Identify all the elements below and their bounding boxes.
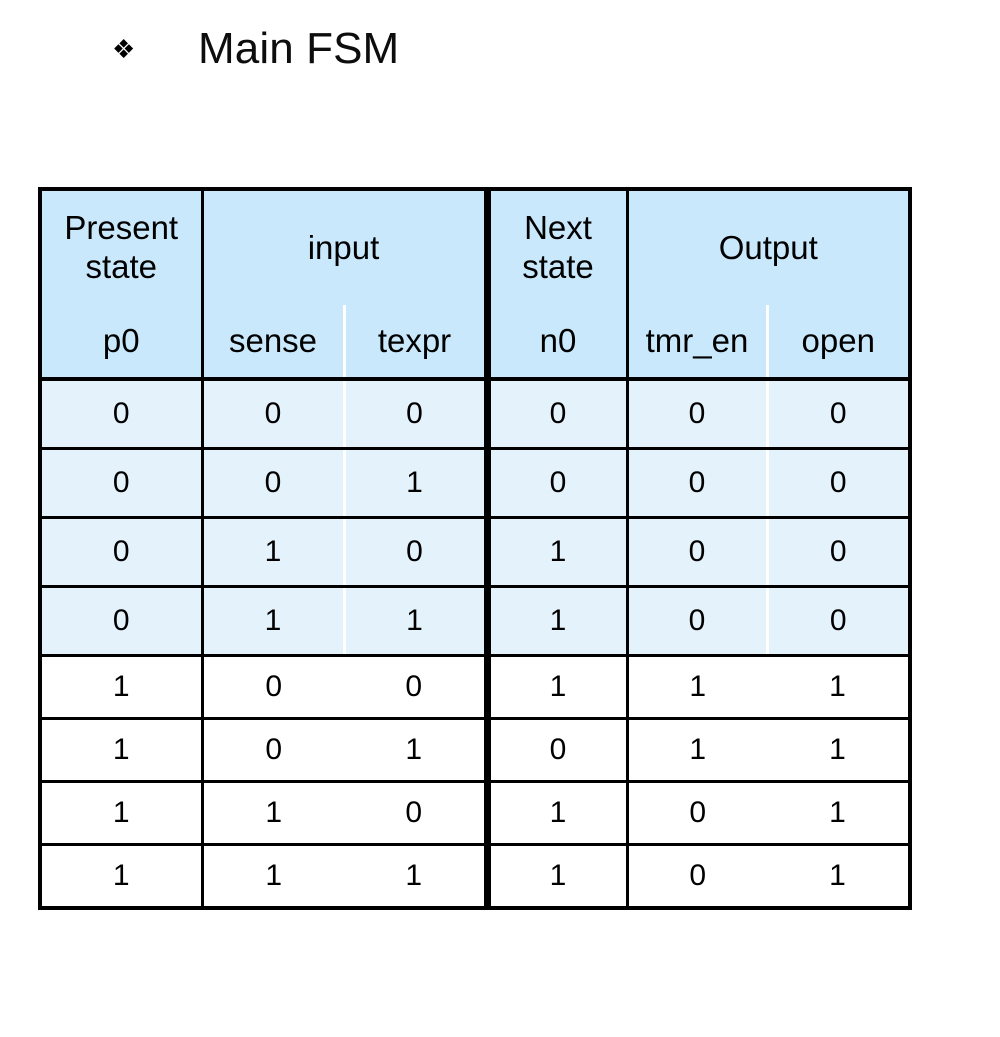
cell-texpr: 0: [344, 517, 491, 588]
cell-tmr-en: 1: [627, 655, 767, 720]
cell-sense: 1: [202, 517, 346, 588]
cell-texpr: 1: [344, 844, 491, 910]
cell-texpr: 0: [344, 655, 491, 720]
header-col-sense: sense: [202, 305, 346, 381]
cell-n0: 0: [487, 718, 629, 783]
cell-open: 0: [767, 448, 913, 519]
cell-tmr-en: 0: [627, 379, 769, 450]
cell-sense: 1: [202, 586, 346, 657]
cell-sense: 0: [202, 448, 346, 519]
page-title: Main FSM: [198, 24, 400, 73]
header-col-open: open: [767, 305, 913, 381]
header-col-p0: p0: [38, 305, 204, 381]
table-row: 1 1 0 1 0 1: [38, 781, 913, 846]
cell-open: 0: [767, 379, 913, 450]
header-col-n0: n0: [487, 305, 629, 381]
cell-n0: 1: [487, 586, 629, 657]
header-next-state-line2: state: [522, 248, 594, 285]
header-col-texpr: texpr: [344, 305, 491, 381]
header-col-tmr-en: tmr_en: [627, 305, 769, 381]
header-next-state: Next state: [487, 187, 629, 305]
cell-texpr: 1: [344, 718, 491, 783]
cell-p0: 1: [38, 718, 204, 783]
cell-tmr-en: 0: [627, 586, 769, 657]
table-row: 0 0 1 0 0 0: [38, 448, 913, 519]
header-input: input: [202, 187, 491, 305]
header-present-state: Present state: [38, 187, 204, 305]
header-output: Output: [627, 187, 913, 305]
cell-p0: 0: [38, 517, 204, 588]
header-present-state-line2: state: [85, 248, 158, 285]
table-body: 0 0 0 0 0 0 0 0 1 0 0 0 0 1 0 1: [38, 379, 913, 910]
cell-sense: 0: [202, 655, 344, 720]
cell-n0: 0: [487, 448, 629, 519]
cell-tmr-en: 0: [627, 844, 767, 910]
cell-texpr: 1: [344, 448, 491, 519]
header-present-state-line1: Present: [64, 209, 179, 247]
header-next-state-line1: Next: [524, 209, 592, 247]
cell-open: 0: [767, 586, 913, 657]
cell-p0: 1: [38, 844, 204, 910]
table-header: Present state input Next state Output p0…: [38, 187, 913, 381]
cell-open: 1: [767, 781, 913, 846]
cell-p0: 1: [38, 781, 204, 846]
fsm-table-container: Present state input Next state Output p0…: [38, 187, 913, 910]
cell-tmr-en: 0: [627, 517, 769, 588]
cell-tmr-en: 0: [627, 781, 767, 846]
table-row: 0 0 0 0 0 0: [38, 379, 913, 450]
cell-n0: 1: [487, 844, 629, 910]
table-row: 0 1 1 1 0 0: [38, 586, 913, 657]
cell-texpr: 0: [344, 781, 491, 846]
cell-tmr-en: 0: [627, 448, 769, 519]
table-row: 1 0 0 1 1 1: [38, 655, 913, 720]
table-row: 1 1 1 1 0 1: [38, 844, 913, 910]
cell-open: 1: [767, 718, 913, 783]
diamond-bullet-icon: ❖: [112, 34, 136, 65]
cell-p0: 0: [38, 448, 204, 519]
cell-n0: 0: [487, 379, 629, 450]
slide-title-row: ❖ Main FSM: [112, 24, 400, 73]
cell-open: 1: [767, 844, 913, 910]
cell-n0: 1: [487, 517, 629, 588]
cell-p0: 0: [38, 379, 204, 450]
cell-texpr: 1: [344, 586, 491, 657]
cell-sense: 1: [202, 781, 344, 846]
cell-texpr: 0: [344, 379, 491, 450]
cell-n0: 1: [487, 655, 629, 720]
cell-tmr-en: 1: [627, 718, 767, 783]
cell-open: 1: [767, 655, 913, 720]
table-row: 1 0 1 0 1 1: [38, 718, 913, 783]
main-fsm-truth-table: Present state input Next state Output p0…: [38, 187, 913, 910]
table-header-sub-row: p0 sense texpr n0 tmr_en open: [38, 305, 913, 381]
cell-sense: 0: [202, 718, 344, 783]
cell-sense: 0: [202, 379, 346, 450]
cell-sense: 1: [202, 844, 344, 910]
table-row: 0 1 0 1 0 0: [38, 517, 913, 588]
cell-open: 0: [767, 517, 913, 588]
cell-n0: 1: [487, 781, 629, 846]
table-header-group-row: Present state input Next state Output: [38, 187, 913, 305]
cell-p0: 1: [38, 655, 204, 720]
cell-p0: 0: [38, 586, 204, 657]
